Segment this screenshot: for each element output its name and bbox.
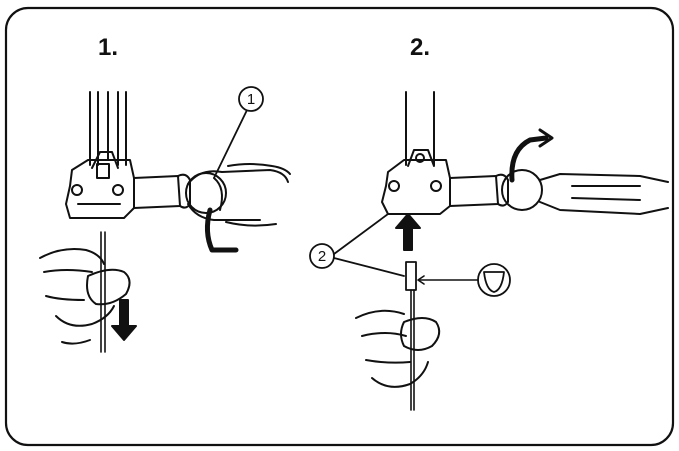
rotate-clockwise-icon: [509, 135, 549, 183]
step1-illustration: [39, 91, 291, 353]
callout-2: 2: [309, 243, 335, 269]
step2-illustration: [333, 91, 669, 411]
arrow-up-icon: [395, 213, 421, 251]
rotate-counterclockwise-icon: [204, 207, 239, 253]
callout-2-number: 2: [318, 248, 326, 265]
callout-1: 1: [238, 86, 264, 112]
needle-flat-side-icon: [477, 263, 511, 297]
arrow-down-icon: [111, 299, 137, 341]
diagram-frame: [4, 6, 675, 447]
step-1-label: 1.: [98, 34, 119, 61]
callout-1-number: 1: [247, 91, 255, 108]
step-2-label: 2.: [410, 34, 431, 61]
